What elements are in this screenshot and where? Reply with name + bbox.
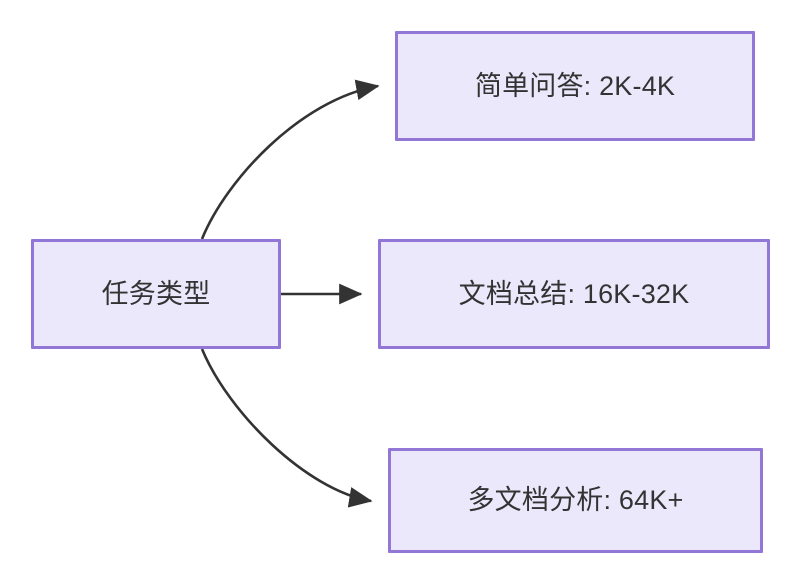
node-multi-document-analysis-label: 多文档分析: 64K+ bbox=[467, 485, 684, 516]
node-simple-qa-label: 简单问答: 2K-4K bbox=[474, 70, 676, 101]
node-document-summary-label: 文档总结: 16K-32K bbox=[458, 278, 690, 309]
node-task-type-label: 任务类型 bbox=[101, 278, 211, 309]
node-task-type[interactable]: 任务类型 bbox=[31, 239, 281, 349]
node-document-summary[interactable]: 文档总结: 16K-32K bbox=[378, 239, 770, 349]
node-multi-document-analysis[interactable]: 多文档分析: 64K+ bbox=[388, 448, 763, 553]
edge-root-to-simple-qa bbox=[200, 79, 380, 240]
node-simple-qa[interactable]: 简单问答: 2K-4K bbox=[395, 31, 755, 141]
edge-root-to-multi-doc bbox=[200, 348, 373, 508]
